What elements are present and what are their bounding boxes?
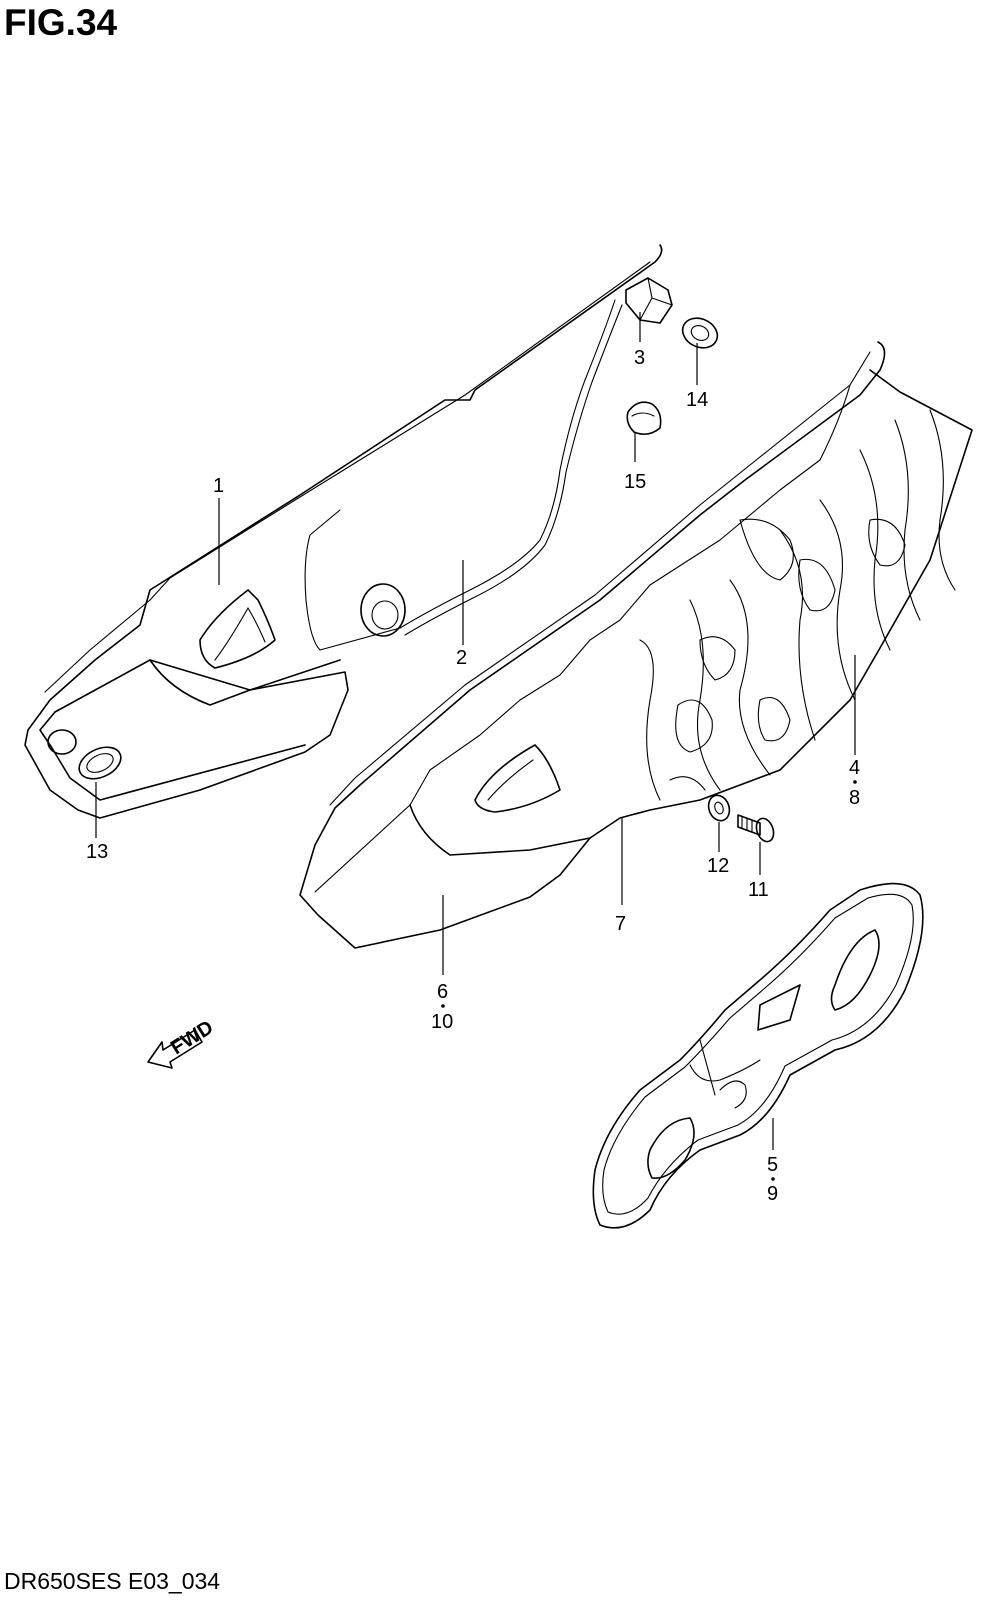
callout-7: 7 [615, 913, 626, 935]
callout-12: 12 [707, 855, 729, 877]
callout-1: 1 [213, 475, 224, 497]
screw-part-11 [737, 814, 775, 843]
leader-lines [95, 312, 856, 1150]
callout-8: 8 [849, 787, 860, 809]
grommet-part-14 [681, 317, 719, 349]
callout-13: 13 [86, 841, 108, 863]
left-frame-cover [24, 244, 663, 819]
drawing-code: DR650SES E03_034 [4, 1568, 221, 1594]
forward-arrow-icon: FWD [147, 1016, 217, 1069]
callout-14: 14 [686, 389, 708, 411]
callout-11: 11 [748, 879, 769, 901]
cushion-part-15 [626, 401, 662, 436]
right-frame-cover [299, 341, 973, 949]
cushion-part-3 [625, 277, 673, 324]
callout-10: 10 [431, 1011, 453, 1033]
callout-3: 3 [634, 347, 645, 369]
callout-6: 6 [437, 981, 448, 1003]
callout-15: 15 [624, 471, 646, 493]
callout-5: 5 [767, 1154, 778, 1176]
forward-arrow-label: FWD [167, 1016, 217, 1059]
callout-labels: 1 2 3 14 15 13 4 8 12 11 7 6 10 5 9 [86, 347, 860, 1205]
callout-4: 4 [849, 757, 860, 779]
callout-9: 9 [767, 1183, 778, 1205]
emblem-part-5 [592, 882, 924, 1229]
washer-part-12 [707, 794, 731, 822]
callout-2: 2 [456, 647, 467, 669]
figure-title: FIG.34 [4, 2, 118, 43]
